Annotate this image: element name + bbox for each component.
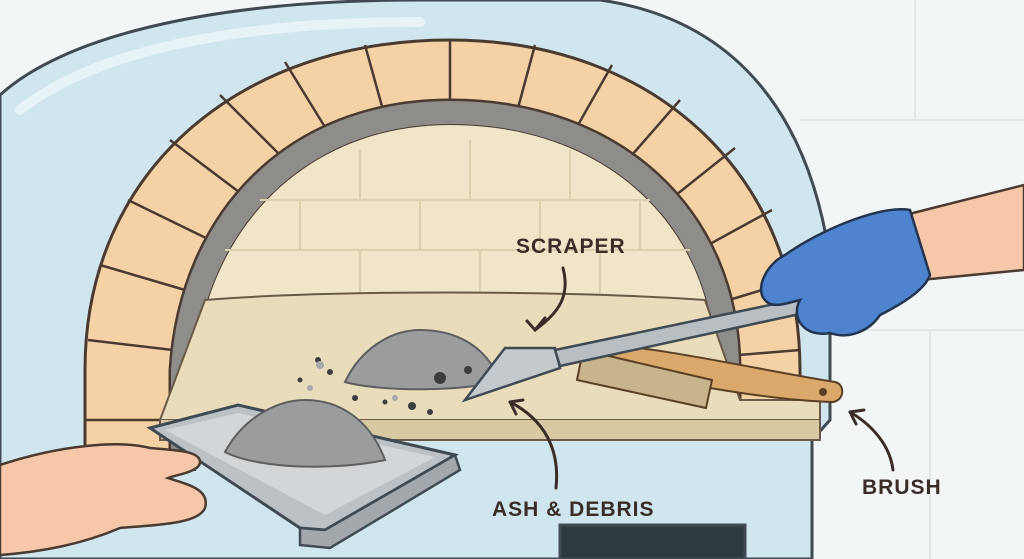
brush-label: BRUSH [862, 476, 942, 499]
lower-opening [558, 523, 747, 559]
ash-pan [146, 398, 462, 550]
ash-specks [307, 361, 398, 401]
oven-body-highlight [15, 17, 425, 115]
bare-hand [0, 443, 207, 557]
scraper-arrow [533, 266, 567, 332]
ash-pile [343, 328, 502, 391]
gloved-hand [759, 183, 1024, 337]
scraper-arrowhead [525, 316, 547, 333]
scraper-label: SCRAPER [516, 235, 626, 258]
wire-brush [575, 343, 844, 410]
brush-arrowhead [848, 408, 866, 426]
ash-arrowhead [508, 398, 525, 416]
brush-arrow [848, 410, 895, 472]
callout-arrows [508, 266, 895, 490]
ash-arrow [508, 400, 559, 490]
ash-debris-label: ASH & DEBRIS [492, 498, 655, 521]
ash-debris-chunks [297, 357, 472, 415]
